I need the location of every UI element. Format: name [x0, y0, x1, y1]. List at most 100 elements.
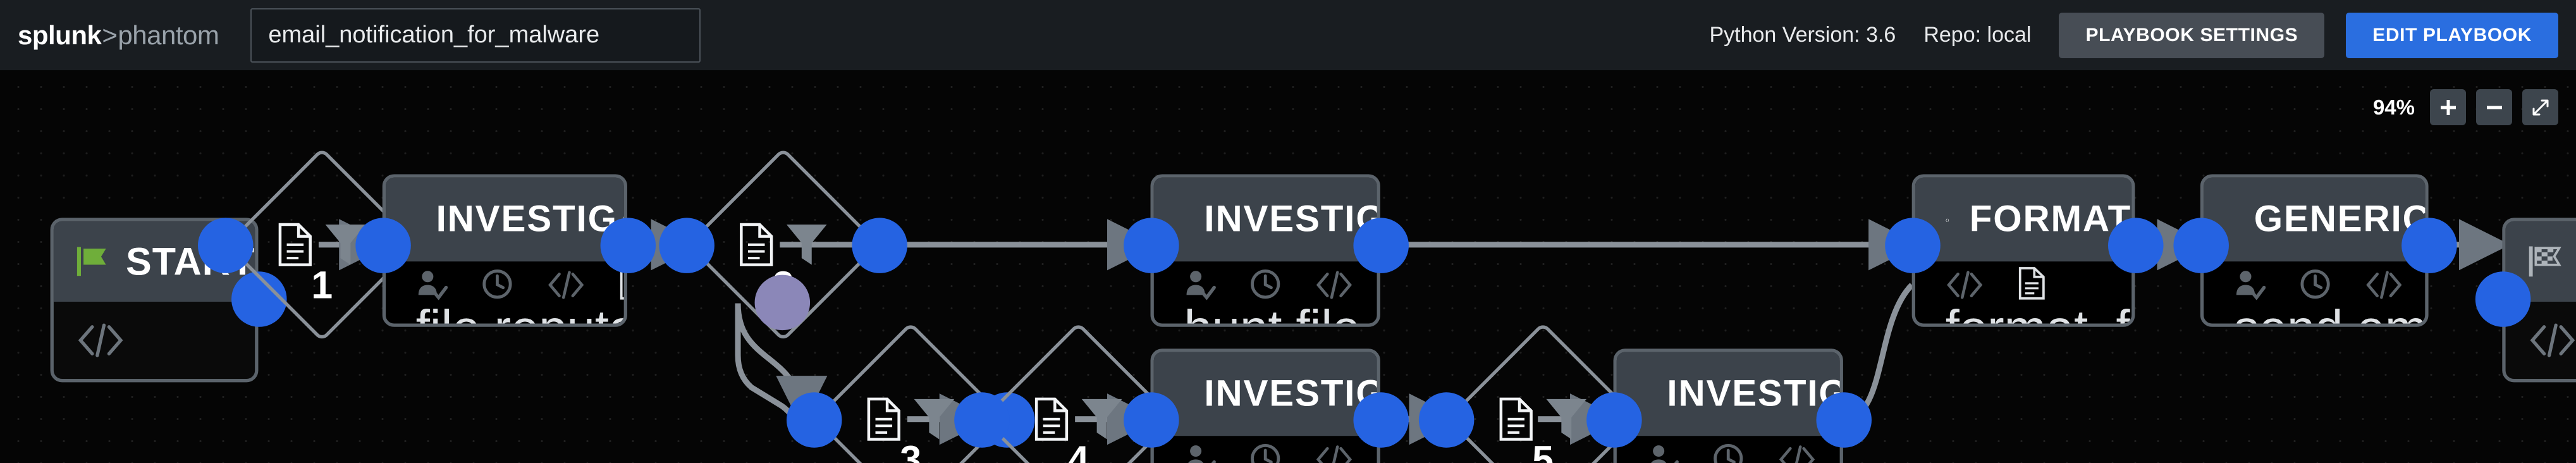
filter-3-number: 3	[900, 437, 922, 463]
hunt-file-2-icon-row	[1647, 441, 1840, 463]
checkered-flag-icon	[2529, 246, 2561, 277]
repo-label: Repo: local	[1923, 23, 2032, 47]
header-right-group: Python Version: 3.6 Repo: local PLAYBOOK…	[1709, 12, 2558, 58]
code-icon	[1779, 445, 1815, 463]
expand-icon	[2532, 99, 2548, 115]
format-for-emailer-output-port[interactable]	[2107, 218, 2164, 273]
document-icon	[278, 223, 311, 266]
detonate-file-input-port[interactable]	[1124, 392, 1179, 448]
code-icon	[2530, 323, 2575, 357]
clock-icon	[1714, 443, 1743, 463]
node-detonate-file[interactable]: INVESTIGATE detonate file	[1124, 349, 1409, 463]
zoom-in-button[interactable]	[2430, 89, 2466, 125]
filter-4-number: 4	[1067, 437, 1089, 463]
send-email-input-port[interactable]	[2173, 218, 2229, 273]
playbook-canvas[interactable]: 94%	[0, 70, 2576, 463]
zoom-controls: 94%	[2373, 89, 2558, 125]
logo-phantom-text: phantom	[118, 20, 219, 50]
filter-5-number: 5	[1532, 437, 1554, 463]
format-for-emailer-input-port[interactable]	[1885, 218, 1941, 273]
detonate-file-output-port[interactable]	[1353, 392, 1409, 448]
fit-to-screen-button[interactable]	[2522, 89, 2558, 125]
hunt-file-2-output-port[interactable]	[1816, 392, 1872, 448]
splunk-phantom-logo: splunk > phantom	[18, 20, 219, 51]
file-reputation-icon-row	[416, 266, 624, 300]
clock-icon	[2300, 269, 2330, 299]
clock-icon	[1251, 443, 1280, 463]
funnel-icon	[1081, 398, 1122, 440]
detonate-file-type: INVESTIGATE	[1204, 372, 1380, 414]
file-reputation-type: INVESTIGATE	[436, 197, 624, 240]
hunt-file-1-title: hunt file 1	[1154, 261, 1377, 323]
logo-separator: >	[102, 20, 118, 50]
node-filter-2[interactable]: 2	[659, 147, 907, 342]
code-icon	[78, 323, 123, 357]
braces-icon	[1946, 218, 1949, 221]
filter-3-input-port[interactable]	[786, 392, 842, 448]
file-reputation-title: file reputation	[386, 261, 624, 323]
document-icon	[1034, 397, 1067, 441]
funnel-icon	[785, 225, 826, 265]
format-for-emailer-icon-row	[1946, 266, 2046, 300]
document-icon	[1499, 397, 1532, 441]
user-check-icon	[1651, 445, 1679, 463]
node-file-reputation[interactable]: INVESTIGATE file reputation	[355, 174, 656, 327]
code-icon	[1947, 271, 1983, 299]
send-email-icon-row	[2234, 266, 2425, 300]
node-hunt-file-1[interactable]: INVESTIGATE hunt file 1	[1124, 174, 1409, 327]
node-hunt-file-2[interactable]: INVESTIGATE hunt file 2	[1586, 349, 1872, 463]
funnel-icon	[1545, 398, 1586, 440]
detonate-file-icon-row	[1184, 441, 1377, 463]
format-for-emailer-title: format_for_emailer	[1915, 261, 2131, 323]
edit-playbook-button[interactable]: EDIT PLAYBOOK	[2346, 12, 2558, 58]
playbook-name-input[interactable]: email_notification_for_malware	[250, 8, 701, 63]
file-reputation-input-port[interactable]	[355, 218, 411, 273]
playbook-name-value: email_notification_for_malware	[268, 22, 600, 48]
user-check-icon	[1188, 445, 1216, 463]
logo-splunk-text: splunk	[18, 20, 102, 50]
python-version-label: Python Version: 3.6	[1709, 23, 1896, 47]
app-header: splunk > phantom email_notification_for_…	[0, 0, 2576, 70]
hunt-file-1-output-port[interactable]	[1353, 218, 1409, 273]
zoom-out-button[interactable]	[2476, 89, 2512, 125]
code-icon	[1316, 271, 1352, 299]
document-icon	[739, 223, 773, 266]
start-output-port[interactable]	[231, 271, 287, 327]
hunt-file-1-input-port[interactable]	[1124, 218, 1179, 273]
format-for-emailer-type: FORMAT	[1969, 197, 2132, 240]
filter-2-output-port[interactable]	[852, 218, 907, 273]
node-format-for-emailer[interactable]: FORMAT format_for_emailer	[1885, 174, 2164, 327]
filter-1-input-port[interactable]	[197, 218, 254, 273]
filter-2-branch-port[interactable]	[754, 275, 811, 331]
send-email-output-port[interactable]	[2401, 218, 2457, 273]
node-end[interactable]: END	[2475, 218, 2576, 383]
user-check-icon	[418, 271, 448, 300]
send-email-title: send email	[2204, 261, 2425, 323]
code-icon	[548, 271, 584, 299]
hunt-file-2-input-port[interactable]	[1586, 392, 1642, 448]
document-icon	[2018, 267, 2045, 300]
file-reputation-output-port[interactable]	[600, 218, 656, 273]
document-icon	[866, 397, 900, 441]
document-icon	[620, 267, 624, 300]
clock-icon	[482, 269, 512, 299]
send-email-type: GENERIC	[2254, 197, 2429, 240]
green-flag-icon	[77, 247, 106, 276]
hunt-file-1-icon-row	[1184, 266, 1377, 300]
funnel-icon	[913, 398, 954, 440]
clock-icon	[1251, 269, 1280, 299]
node-send-email[interactable]: GENERIC send email	[2173, 174, 2457, 327]
filter-1-number: 1	[311, 263, 333, 307]
hunt-file-2-type: INVESTIGATE	[1667, 372, 1843, 414]
filter-2-input-port[interactable]	[659, 218, 715, 273]
playbook-settings-button[interactable]: PLAYBOOK SETTINGS	[2059, 12, 2325, 58]
minus-icon	[2486, 106, 2502, 109]
end-input-port[interactable]	[2475, 271, 2531, 327]
filter-4-input-port[interactable]	[954, 392, 1010, 448]
hunt-file-1-type: INVESTIGATE	[1204, 197, 1380, 240]
user-check-icon	[2236, 271, 2266, 300]
zoom-level-label: 94%	[2372, 95, 2415, 119]
code-icon	[1316, 445, 1352, 463]
filter-5-input-port[interactable]	[1418, 392, 1475, 448]
